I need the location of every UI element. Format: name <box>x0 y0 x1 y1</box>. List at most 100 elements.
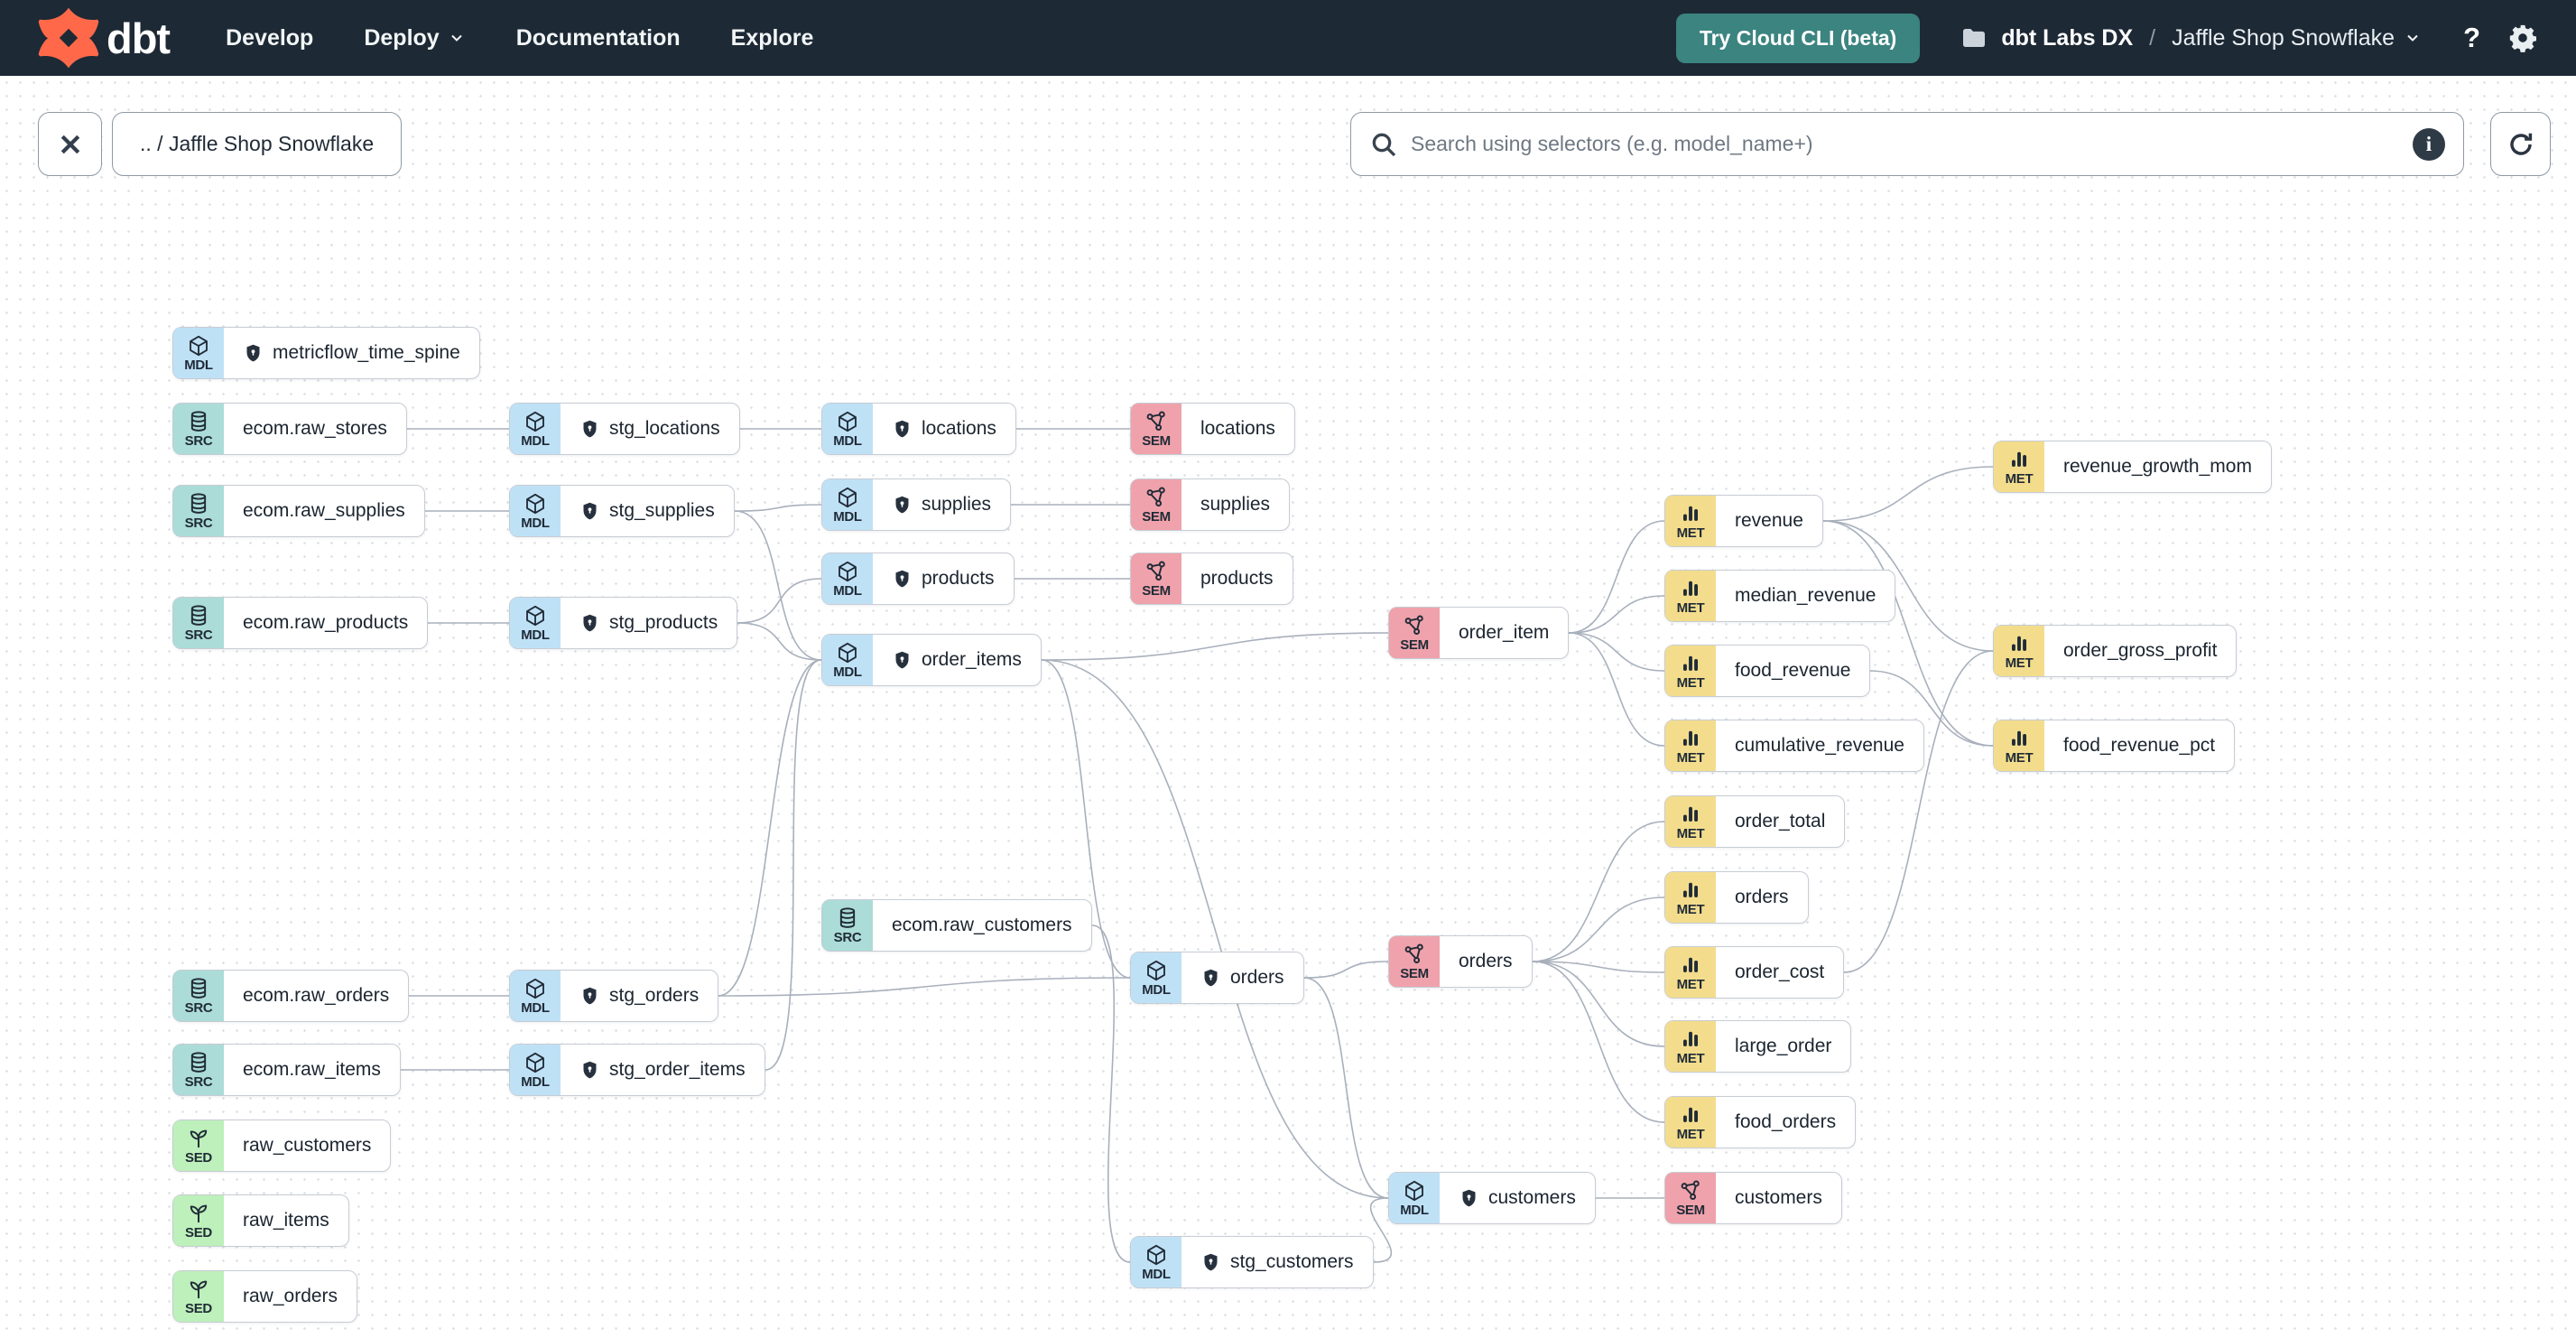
refresh-button[interactable] <box>2490 112 2551 176</box>
close-lineage-button[interactable] <box>38 112 102 176</box>
header-right: Try Cloud CLI (beta) dbt Labs DX / Jaffl… <box>1675 13 2538 63</box>
node-label: locations <box>1200 418 1275 439</box>
node-label: ecom.raw_products <box>243 612 409 633</box>
main-nav: Develop Deploy Documentation Explore <box>226 25 813 51</box>
lineage-edge <box>1041 632 1389 661</box>
brand[interactable]: dbt <box>38 7 171 69</box>
lineage-breadcrumb[interactable]: .. / Jaffle Shop Snowflake <box>112 112 403 176</box>
share-icon: SEM <box>1665 1173 1716 1223</box>
shield-icon <box>1459 1188 1479 1209</box>
lineage-edge <box>1869 670 1994 747</box>
nav-item-deploy[interactable]: Deploy <box>364 25 465 51</box>
node-label: revenue <box>1735 510 1803 531</box>
info-icon[interactable]: i <box>2413 127 2445 161</box>
bar-chart-icon: MET <box>1665 720 1716 771</box>
cube-icon: MDL <box>822 635 873 685</box>
selector-search[interactable]: i <box>1350 112 2464 176</box>
cube-icon: MDL <box>1131 952 1181 1003</box>
project-selector[interactable]: Jaffle Shop Snowflake <box>2172 25 2422 51</box>
search-icon <box>1372 133 1396 156</box>
nav-item-develop[interactable]: Develop <box>226 24 314 51</box>
node-label: food_revenue <box>1735 660 1851 681</box>
lineage-edge <box>1532 961 1665 1047</box>
try-cloud-cli-button[interactable]: Try Cloud CLI (beta) <box>1675 13 1921 63</box>
node-label: stg_orders <box>561 971 718 1021</box>
account-name[interactable]: dbt Labs DX <box>2001 24 2134 51</box>
account-breadcrumb: dbt Labs DX / Jaffle Shop Snowflake <box>1960 23 2422 52</box>
node-label: stg_products <box>561 598 737 648</box>
chevron-down-icon <box>2407 34 2418 42</box>
close-icon <box>60 135 79 153</box>
lineage-edge <box>1532 821 1665 962</box>
seedling-icon: SED <box>173 1271 224 1322</box>
gear-icon[interactable] <box>2507 23 2538 53</box>
lineage-edge <box>1822 466 1994 522</box>
cube-icon: MDL <box>510 971 561 1021</box>
node-label: food_revenue_pct <box>2063 735 2216 756</box>
nav-item-explore[interactable]: Explore <box>730 24 814 51</box>
bar-chart-icon: MET <box>1994 720 2044 771</box>
graph-node-met_food_revenue_pct[interactable]: MET food_revenue_pct <box>1993 720 2236 772</box>
lineage-canvas[interactable]: .. / Jaffle Shop Snowflake i MDLmetricfl… <box>0 76 2576 1338</box>
node-label: order_item <box>1459 622 1550 643</box>
shield-icon <box>1200 1252 1221 1273</box>
lineage-edges <box>401 428 1994 1263</box>
lineage-edge <box>718 977 1131 997</box>
lineage-edge <box>1568 632 1665 672</box>
lineage-edge <box>764 659 822 1071</box>
node-label: order_cost <box>1735 962 1825 982</box>
cube-icon: MDL <box>510 1045 561 1095</box>
brand-name: dbt <box>107 14 171 62</box>
node-label: products <box>1200 568 1274 589</box>
seedling-icon: SED <box>173 1120 224 1171</box>
search-input[interactable] <box>1411 132 2400 156</box>
cube-icon: MDL <box>173 328 224 378</box>
node-label: ecom.raw_stores <box>243 418 387 439</box>
bar-chart-icon: MET <box>1665 796 1716 847</box>
node-label: order_gross_profit <box>2063 640 2218 661</box>
bar-chart-icon: MET <box>1994 441 2044 492</box>
help-icon[interactable]: ? <box>2463 22 2480 53</box>
nav-item-documentation[interactable]: Documentation <box>515 24 681 51</box>
node-label: supplies <box>873 479 1010 530</box>
